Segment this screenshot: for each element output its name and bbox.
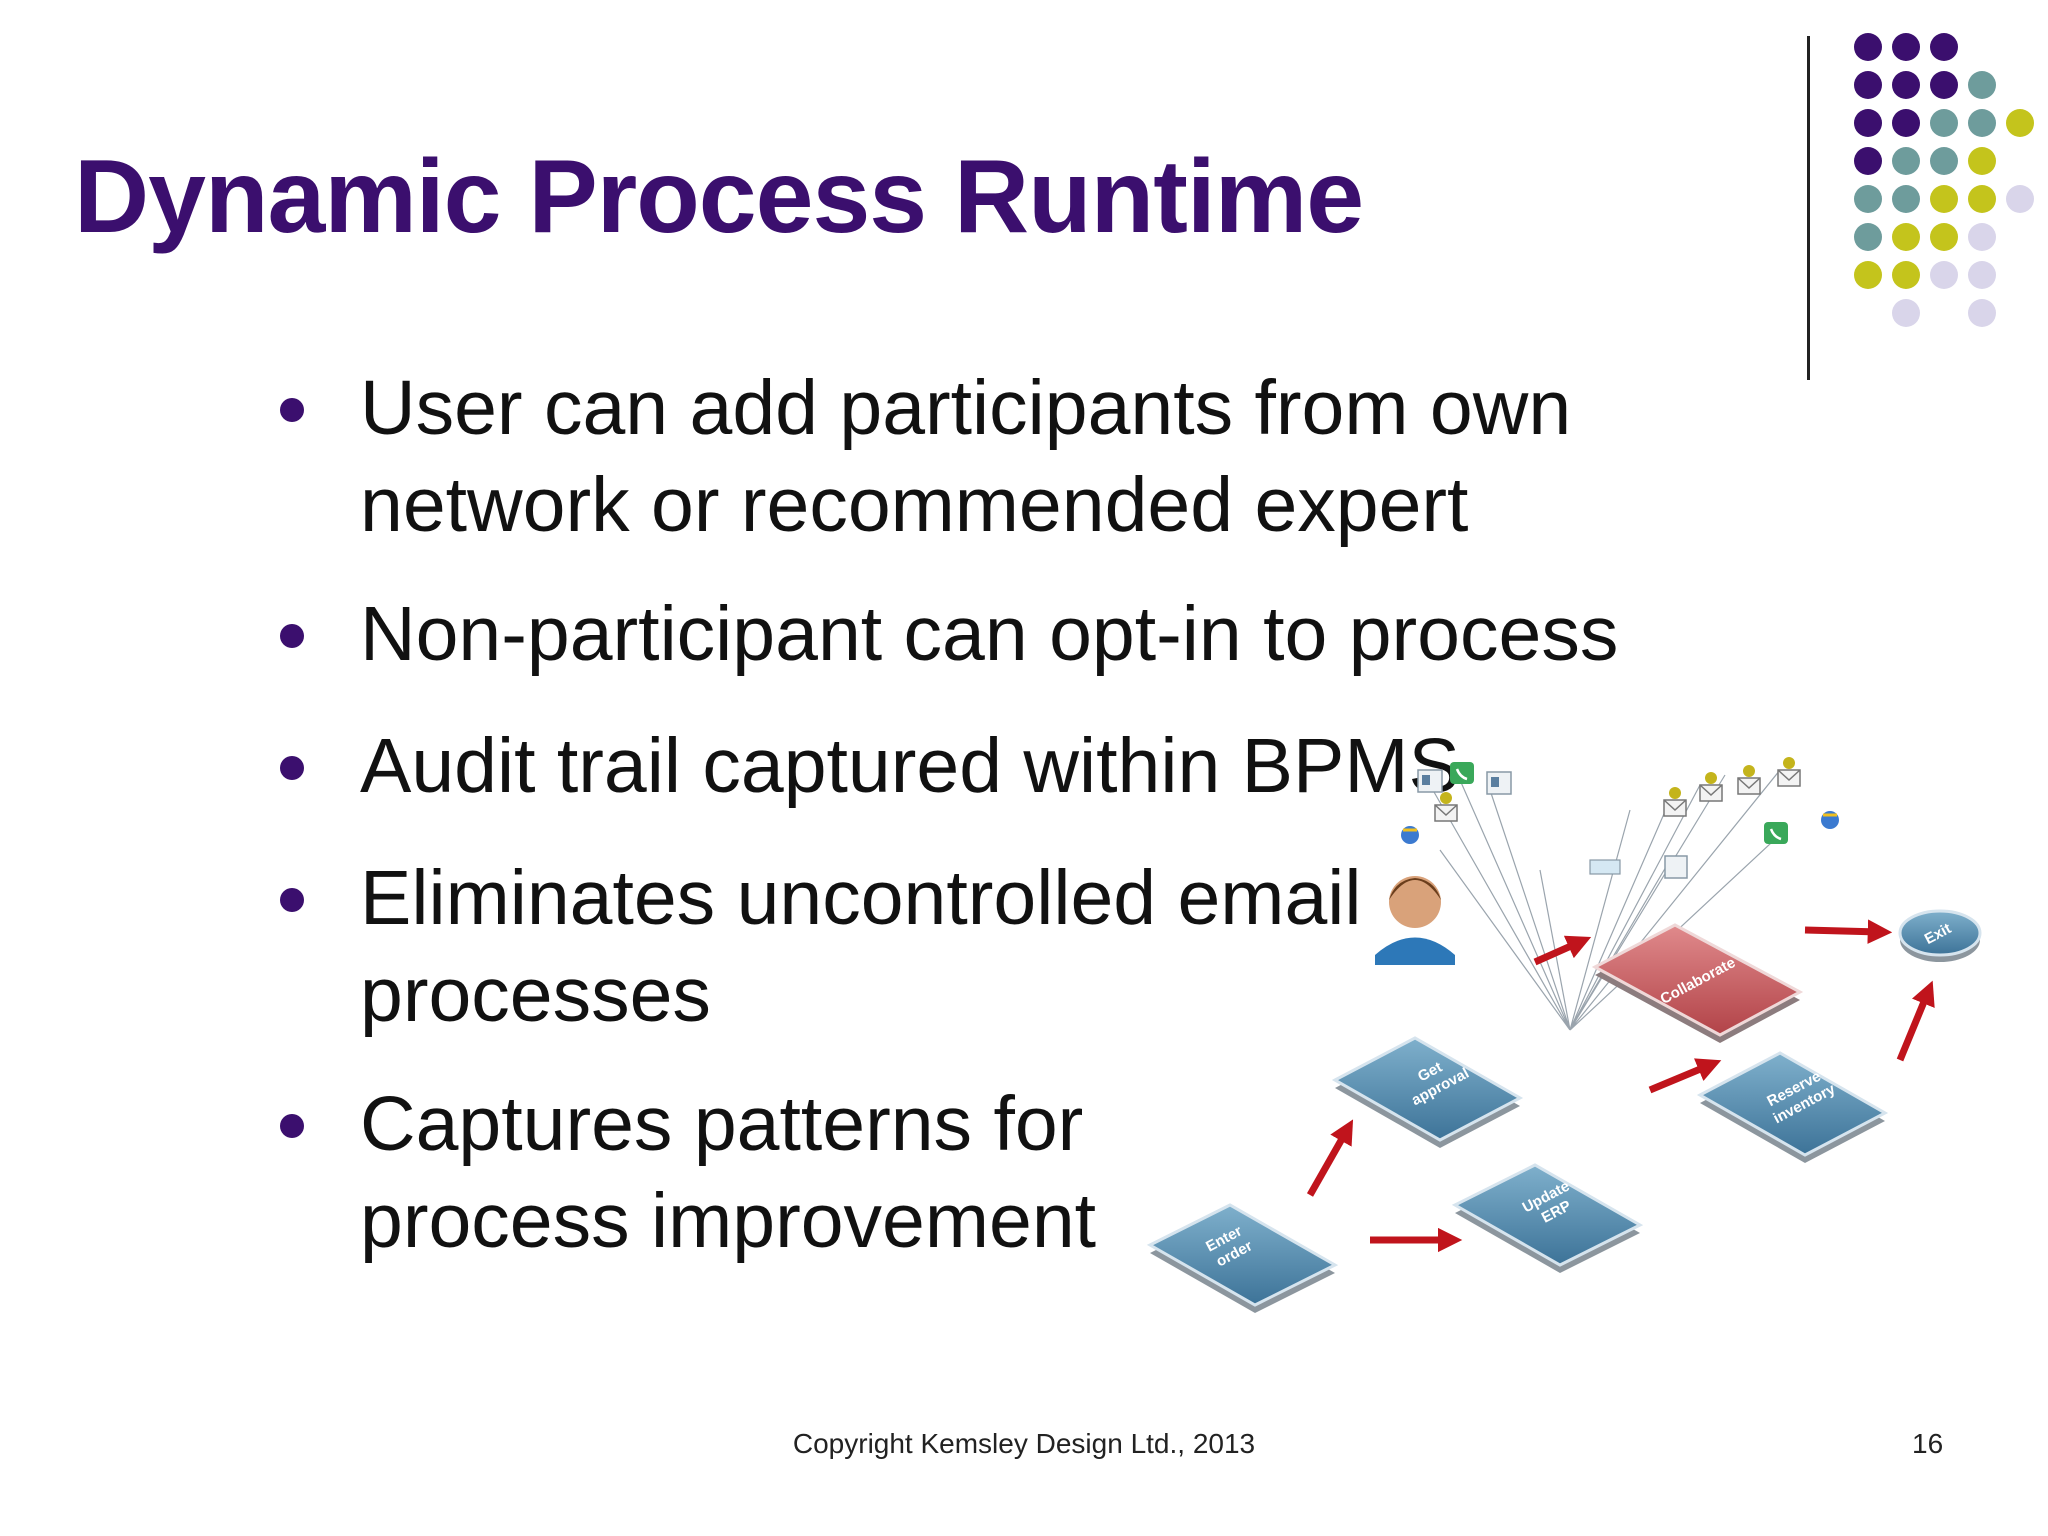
dot: [1930, 109, 1958, 137]
email-network: [1429, 769, 1786, 1031]
bullet-text: User can add participants from own netwo…: [360, 365, 1572, 548]
dot: [1930, 261, 1958, 289]
dot: [2006, 109, 2034, 137]
browser-icon: [1821, 811, 1839, 829]
title-divider: [1807, 36, 1810, 380]
flow-arrows: [1306, 919, 1935, 1253]
browser-icon: [1401, 826, 1419, 844]
slide-footer: Copyright Kemsley Design Ltd., 2013: [792, 1428, 1256, 1459]
bullet-text: Captures patterns for process improvemen…: [360, 1081, 1097, 1264]
process-diagram: Enter order Get approval Update ERP Re: [1146, 757, 1982, 1313]
step-get-approval: Get approval: [1331, 1036, 1524, 1148]
dot: [1892, 185, 1920, 213]
dot: [1892, 33, 1920, 61]
step-enter-order: Enter order: [1146, 1203, 1339, 1313]
dot: [1892, 223, 1920, 251]
dot: [1892, 299, 1920, 327]
dot: [1968, 223, 1996, 251]
slide-title: Dynamic Process Runtime: [74, 139, 1364, 255]
email-icon: [1737, 765, 1761, 795]
dot: [2006, 185, 2034, 213]
arrow-icon: [1533, 935, 1592, 966]
dot: [1854, 261, 1882, 289]
dot: [1930, 185, 1958, 213]
decorative-dot-grid: [0, 0, 2048, 400]
person-icon: [1375, 876, 1455, 965]
email-icon: [1699, 772, 1723, 802]
dot: [1892, 147, 1920, 175]
bullet-marker: [280, 756, 304, 780]
dot: [1892, 261, 1920, 289]
arrow-icon: [1804, 919, 1893, 944]
email-icon: [1777, 757, 1801, 787]
email-network-icons: [1401, 757, 1839, 879]
arrow-icon: [1648, 1058, 1722, 1094]
step-exit: Exit: [1898, 909, 1982, 962]
dot: [1968, 185, 1996, 213]
bullet-text: Non-participant can opt-in to process: [360, 591, 1619, 677]
dot: [1968, 109, 1996, 137]
dot: [1968, 299, 1996, 327]
bullet-text: Audit trail captured within BPMS: [360, 723, 1460, 809]
dot: [1930, 33, 1958, 61]
phone-icon: [1450, 762, 1474, 784]
bullet-marker: [280, 1114, 304, 1138]
dot: [1892, 71, 1920, 99]
arrow-icon: [1306, 1119, 1354, 1197]
dot: [1930, 223, 1958, 251]
bullet-marker: [280, 888, 304, 912]
dot: [1968, 261, 1996, 289]
dot: [1892, 109, 1920, 137]
dot: [1854, 185, 1882, 213]
step-reserve-inventory: Reserve inventory: [1696, 1051, 1889, 1163]
dot: [1854, 71, 1882, 99]
document-icon: [1486, 771, 1512, 795]
step-collaborate: Collaborate: [1591, 923, 1804, 1043]
document-icon: [1664, 855, 1688, 879]
email-icon: [1663, 787, 1687, 817]
document-icon: [1589, 859, 1621, 875]
bullet-text: Eliminates uncontrolled email processes: [360, 855, 1362, 1038]
phone-icon: [1764, 822, 1788, 844]
bullet-marker: [280, 624, 304, 648]
document-icon: [1417, 769, 1443, 793]
dot: [1930, 71, 1958, 99]
dot: [1854, 33, 1882, 61]
dot: [1968, 147, 1996, 175]
dot: [1930, 147, 1958, 175]
dot: [1854, 109, 1882, 137]
step-update-erp: Update ERP: [1451, 1163, 1644, 1273]
bullet-marker: [280, 398, 304, 422]
dot: [1854, 147, 1882, 175]
email-icon: [1434, 792, 1458, 822]
dot: [1968, 71, 1996, 99]
page-number: 16: [1912, 1428, 1944, 1459]
arrow-icon: [1896, 980, 1935, 1062]
dot: [1854, 223, 1882, 251]
